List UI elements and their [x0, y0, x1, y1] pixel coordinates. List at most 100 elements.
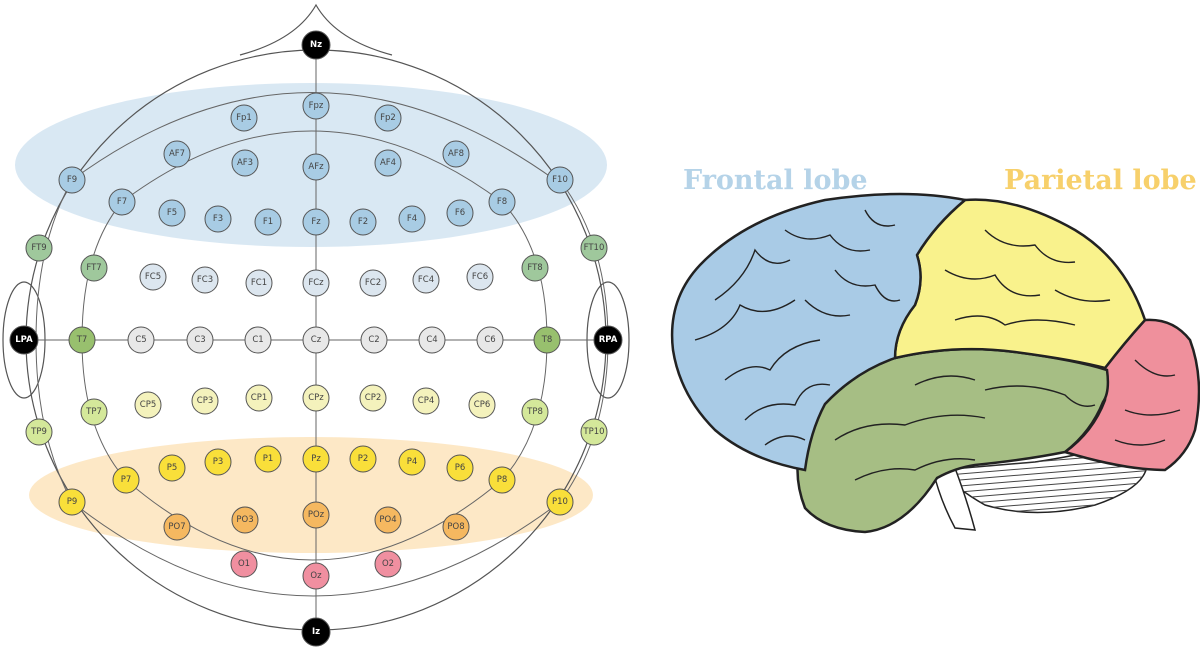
electrode-circle: [476, 326, 504, 354]
electrode-label: FC5: [145, 272, 161, 282]
electrode-afz: AFz: [302, 153, 330, 181]
electrode-tp7: TP7: [80, 398, 108, 426]
electrode-label: C6: [484, 335, 495, 345]
electrode-circle: [245, 384, 273, 412]
electrode-af7: AF7: [163, 140, 191, 168]
electrode-circle: [254, 208, 282, 236]
electrode-f3: F3: [204, 205, 232, 233]
electrode-circle: [302, 269, 330, 297]
electrode-circle: [374, 550, 402, 578]
electrode-label: POz: [308, 510, 325, 520]
electrode-label: CPz: [308, 393, 324, 403]
electrode-label: CP2: [365, 393, 381, 403]
electrode-cp4: CP4: [412, 387, 440, 415]
electrode-ft9: FT9: [25, 234, 53, 262]
electrode-label: AF3: [237, 158, 253, 168]
electrode-fpz: Fpz: [302, 92, 330, 120]
electrode-label: F6: [455, 208, 465, 218]
electrode-label: FT7: [86, 263, 101, 273]
electrode-circle: [580, 418, 608, 446]
electrode-label: P1: [263, 454, 274, 464]
electrode-lpa: LPA: [9, 325, 39, 355]
electrode-circle: [398, 205, 426, 233]
electrode-circle: [360, 326, 388, 354]
electrode-p10: P10: [546, 488, 574, 516]
electrode-label: Pz: [311, 454, 321, 464]
electrode-tp8: TP8: [521, 398, 549, 426]
electrode-circle: [593, 325, 623, 355]
electrode-label: Fz: [311, 217, 321, 227]
electrode-label: RPA: [599, 335, 618, 345]
electrode-cp5: CP5: [134, 391, 162, 419]
electrode-p6: P6: [446, 454, 474, 482]
electrode-o2: O2: [374, 550, 402, 578]
electrode-label: FC2: [365, 278, 381, 288]
electrode-label: O2: [382, 559, 394, 569]
electrode-c4: C4: [418, 326, 446, 354]
electrode-label: F7: [117, 197, 127, 207]
electrode-p4: P4: [398, 448, 426, 476]
electrode-cp1: CP1: [245, 384, 273, 412]
electrode-circle: [374, 104, 402, 132]
electrode-label: O1: [238, 559, 250, 569]
electrode-circle: [231, 506, 259, 534]
electrode-label: FT10: [584, 243, 605, 253]
electrode-circle: [58, 166, 86, 194]
electrode-circle: [302, 208, 330, 236]
electrode-p9: P9: [58, 488, 86, 516]
electrode-label: F3: [213, 214, 223, 224]
electrode-fp1: Fp1: [230, 104, 258, 132]
electrode-ft10: FT10: [580, 234, 608, 262]
electrode-label: P4: [407, 457, 418, 467]
electrode-p7: P7: [112, 466, 140, 494]
electrode-circle: [349, 208, 377, 236]
electrode-label: TP9: [30, 427, 47, 437]
electrode-label: C2: [368, 335, 379, 345]
electrode-label: F2: [358, 217, 368, 227]
electrode-circle: [302, 92, 330, 120]
electrode-circle: [204, 205, 232, 233]
electrode-circle: [58, 488, 86, 516]
electrode-circle: [127, 326, 155, 354]
electrode-circle: [546, 488, 574, 516]
parietal-lobe-label: Parietal lobe: [1004, 165, 1197, 196]
electrode-circle: [442, 513, 470, 541]
electrode-circle: [533, 326, 561, 354]
electrode-circle: [374, 149, 402, 177]
electrode-label: TP10: [582, 427, 604, 437]
electrode-circle: [230, 550, 258, 578]
electrode-circle: [80, 254, 108, 282]
electrode-circle: [134, 391, 162, 419]
electrode-label: FC1: [251, 278, 267, 288]
electrode-iz: Iz: [301, 617, 331, 647]
electrode-circle: [349, 445, 377, 473]
electrode-circle: [412, 266, 440, 294]
electrode-circle: [186, 326, 214, 354]
electrode-rpa: RPA: [593, 325, 623, 355]
electrode-label: Cz: [311, 335, 322, 345]
electrode-f4: F4: [398, 205, 426, 233]
electrode-oz: Oz: [302, 562, 330, 590]
electrode-po3: PO3: [231, 506, 259, 534]
electrode-label: F1: [263, 217, 273, 227]
electrode-ft7: FT7: [80, 254, 108, 282]
electrode-c1: C1: [244, 326, 272, 354]
electrode-label: PO8: [447, 522, 464, 532]
electrode-circle: [359, 384, 387, 412]
electrode-p5: P5: [158, 454, 186, 482]
electrode-label: CP1: [251, 393, 267, 403]
electrode-circle: [191, 266, 219, 294]
electrode-circle: [204, 448, 232, 476]
electrode-circle: [301, 30, 331, 60]
electrode-circle: [302, 445, 330, 473]
electrode-label: AF7: [169, 149, 185, 159]
electrode-f8: F8: [488, 188, 516, 216]
electrode-po8: PO8: [442, 513, 470, 541]
electrode-fc3: FC3: [191, 266, 219, 294]
electrode-label: FT9: [31, 243, 46, 253]
electrode-nz: Nz: [301, 30, 331, 60]
electrode-label: FT8: [527, 263, 542, 273]
